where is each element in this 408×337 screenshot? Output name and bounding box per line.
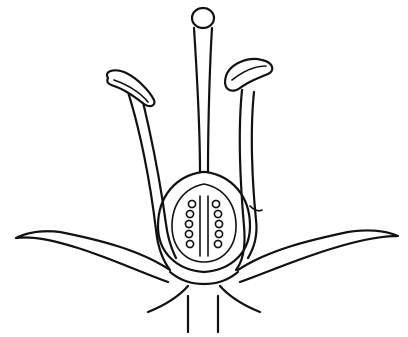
- ovule: [186, 240, 193, 247]
- receptacle: [170, 272, 238, 284]
- style: [194, 28, 212, 172]
- ovule: [185, 220, 192, 227]
- ovule: [186, 210, 193, 217]
- ovule: [188, 200, 195, 207]
- ovule: [215, 220, 222, 227]
- stigma: [192, 8, 214, 28]
- ovule: [214, 210, 221, 217]
- ovule: [212, 200, 219, 207]
- ovule: [215, 230, 222, 237]
- right-anther: [225, 59, 272, 91]
- right-petal: [238, 230, 398, 282]
- ovule: [214, 240, 221, 247]
- left-petal: [16, 231, 170, 282]
- ovule: [185, 230, 192, 237]
- pedicel: [148, 286, 260, 332]
